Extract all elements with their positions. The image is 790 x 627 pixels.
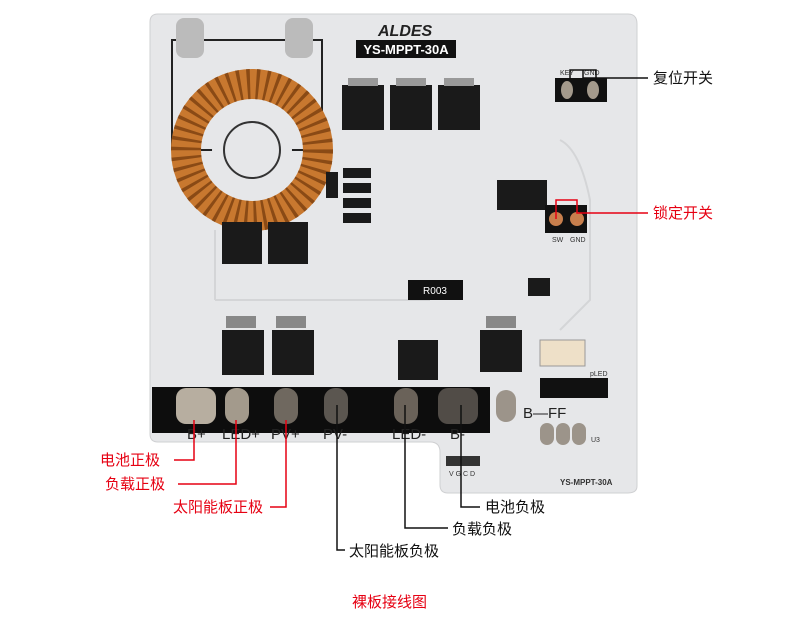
battery-positive-label: 电池正极 [100, 451, 161, 469]
pcb-trace [214, 139, 591, 331]
caption: 裸板接线图 [352, 593, 428, 611]
load-positive-label: 负载正极 [105, 475, 166, 493]
pad-label-led-plus: LED+ [222, 426, 260, 443]
lock-switch-label: 锁定开关 [653, 204, 714, 222]
ic-u1 [497, 180, 547, 210]
reset-switch-label: 复位开关 [653, 69, 714, 87]
load-negative-label: 负载负极 [452, 520, 513, 538]
brand-logo: ALDES [377, 23, 433, 40]
model-label: YS-MPPT-30A [363, 42, 449, 57]
sw-label: SW [552, 237, 564, 244]
prg-header [446, 456, 480, 466]
led-connector [539, 339, 586, 367]
pled-label: pLED [590, 371, 608, 378]
diodes [342, 78, 480, 130]
pad-label-b-minus: B- [450, 426, 465, 443]
toroid-inductor [171, 18, 333, 231]
prg-label: V G C D [449, 471, 475, 478]
u3-label: U3 [591, 437, 600, 444]
pad-label-pv-minus: PV- [323, 426, 347, 443]
shunt-resistor: R003 [423, 286, 447, 297]
solar-positive-label: 太阳能板正极 [173, 498, 264, 516]
gnd-label: GND [584, 70, 600, 77]
terminal-pads [176, 388, 586, 445]
bff-label: B—FF [523, 405, 566, 422]
pad-label-b-plus: B+ [187, 426, 206, 443]
battery-negative-label: 电池负极 [485, 498, 546, 516]
callout-lines-red [174, 199, 648, 508]
lock-gnd-label: GND [570, 237, 586, 244]
key-label: KEY [560, 70, 574, 77]
model-small-label: YS-MPPT-30A [560, 478, 613, 487]
capacitors [326, 168, 371, 223]
pad-label-led-minus: LED- [392, 426, 426, 443]
solar-negative-label: 太阳能板负极 [349, 542, 440, 560]
callout-lines-black [336, 69, 648, 551]
mosfets [222, 222, 550, 380]
